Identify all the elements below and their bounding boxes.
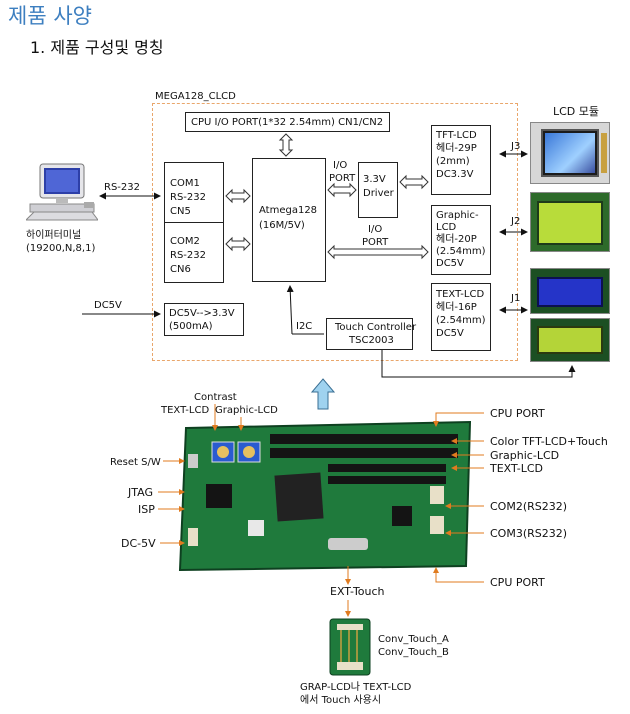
text-lcd-header-box: TEXT-LCD 헤더-16P (2.54mm) DC5V: [431, 283, 491, 351]
tft-line2: 헤더-29P: [436, 143, 477, 154]
j3-label: J3: [511, 141, 521, 152]
text-lcd-contrast-label: TEXT-LCD: [161, 405, 210, 416]
text-line4: DC5V: [436, 328, 464, 339]
rs232-label: RS-232: [104, 182, 140, 193]
conv-touch-b-label: Conv_Touch_B: [378, 647, 449, 658]
com2-line2: RS-232: [170, 250, 206, 261]
io-port-top-line1: I/O: [333, 160, 348, 171]
graphic-lcd-contrast-label: Graphic-LCD: [215, 405, 278, 416]
touch-lcd-line: [381, 350, 576, 378]
com2-line1: COM2: [170, 236, 200, 247]
com1-line2: RS-232: [170, 192, 206, 203]
color-tft-touch-label: Color TFT-LCD+Touch: [490, 435, 608, 448]
tft-line1: TFT-LCD: [436, 130, 477, 141]
up-arrow-icon: [310, 378, 336, 410]
graphic-line1: Graphic-: [436, 210, 479, 221]
cpu-io-mcu-arrow: [278, 133, 294, 157]
jtag-label: JTAG: [128, 486, 153, 499]
graphic-lcd-header-box: Graphic- LCD 헤더-20P (2.54mm) DC5V: [431, 205, 491, 275]
pcb-board-image: [178, 420, 472, 572]
bottom-note-line2: 에서 Touch 사용시: [300, 695, 382, 706]
pc-label-line1: 하이퍼터미널: [26, 230, 82, 241]
touch-line1: Touch Controller: [335, 322, 417, 333]
i2c-line: [286, 285, 294, 335]
graphic-line2: LCD: [436, 222, 457, 233]
graphic-line3: 헤더-20P: [436, 234, 477, 245]
graphic-lcd-right-label: Graphic-LCD: [490, 449, 560, 462]
tft-line4: DC3.3V: [436, 169, 474, 180]
text-line2: 헤더-16P: [436, 302, 477, 313]
io-port-mid-line2: PORT: [362, 237, 389, 248]
reset-switch-label: Reset S/W: [110, 457, 161, 468]
dc5v-label: DC5V: [94, 300, 122, 311]
touch-line2: TSC2003: [349, 335, 394, 346]
touch-converter-board-image: [329, 618, 371, 676]
cpu-port-bottom-label: CPU PORT: [490, 576, 545, 589]
text-line1: TEXT-LCD: [436, 289, 485, 300]
tft-lcd-header-box: TFT-LCD 헤더-29P (2mm) DC3.3V: [431, 125, 491, 195]
touch-controller-box: Touch Controller TSC2003: [326, 318, 417, 350]
lcd-module-title: LCD 모듈: [553, 105, 600, 118]
com2-rs232-label: COM2(RS232): [490, 500, 568, 513]
dcdc-line1: DC5V-->3.3V: [169, 308, 235, 319]
contrast-label: Contrast: [194, 392, 237, 403]
cpu-port-top-label: CPU PORT: [490, 407, 545, 420]
subtitle: 1. 제품 구성및 명칭: [30, 38, 164, 57]
conv-touch-a-label: Conv_Touch_A: [378, 634, 449, 645]
text-lcd-green-module-image: [530, 318, 610, 362]
mcu-line1: Atmega128: [259, 205, 318, 216]
pc-computer-icon: [24, 162, 99, 224]
cpu-io-port-label: CPU I/O PORT(1*32 2.54mm) CN1/CN2: [191, 117, 384, 128]
mcu-graphic-text-arrow: [327, 244, 429, 260]
bottom-note-line1: GRAP-LCD나 TEXT-LCD: [300, 682, 412, 693]
graphic-lcd-module-image: [530, 192, 610, 252]
dc5v-input-label: DC-5V: [121, 537, 156, 550]
j1-label: J1: [511, 293, 521, 304]
graphic-line4: (2.54mm): [436, 246, 486, 257]
isp-label: ISP: [138, 503, 155, 516]
section-title: 제품 사양: [8, 4, 92, 28]
io-port-top-line2: PORT: [329, 173, 356, 184]
tft-lcd-module-image: [530, 122, 610, 184]
com1-line3: CN5: [170, 206, 191, 217]
driver-tft-arrow: [399, 174, 429, 190]
mcu-box: Atmega128 (16M/5V): [252, 158, 326, 282]
com2-box: COM2 RS-232 CN6: [164, 222, 224, 283]
driver-line1: 3.3V: [363, 174, 386, 185]
board-name-label: MEGA128_CLCD: [155, 91, 236, 102]
mcu-driver-arrow: [327, 182, 357, 198]
j2-label: J2: [511, 216, 521, 227]
i2c-label: I2C: [296, 321, 313, 332]
dcdc-line2: (500mA): [169, 321, 213, 332]
com1-box: COM1 RS-232 CN5: [164, 162, 224, 223]
mcu-line2: (16M/5V): [259, 220, 305, 231]
com2-line3: CN6: [170, 264, 191, 275]
dcdc-box: DC5V-->3.3V (500mA): [164, 303, 244, 336]
com2-mcu-arrow: [225, 236, 251, 252]
com1-mcu-arrow: [225, 188, 251, 204]
tft-line3: (2mm): [436, 156, 470, 167]
text-lcd-right-label: TEXT-LCD: [490, 462, 543, 475]
graphic-line5: DC5V: [436, 258, 464, 269]
com3-rs232-label: COM3(RS232): [490, 527, 568, 540]
ext-touch-label: EXT-Touch: [330, 585, 385, 598]
driver-line2: Driver: [363, 188, 394, 199]
io-port-mid-line1: I/O: [368, 224, 383, 235]
text-line3: (2.54mm): [436, 315, 486, 326]
text-lcd-blue-module-image: [530, 268, 610, 314]
driver-box: 3.3V Driver: [358, 162, 398, 218]
pc-label-line2: (19200,N,8,1): [26, 243, 96, 254]
com1-line1: COM1: [170, 178, 200, 189]
cpu-io-port-box: CPU I/O PORT(1*32 2.54mm) CN1/CN2: [185, 112, 390, 132]
